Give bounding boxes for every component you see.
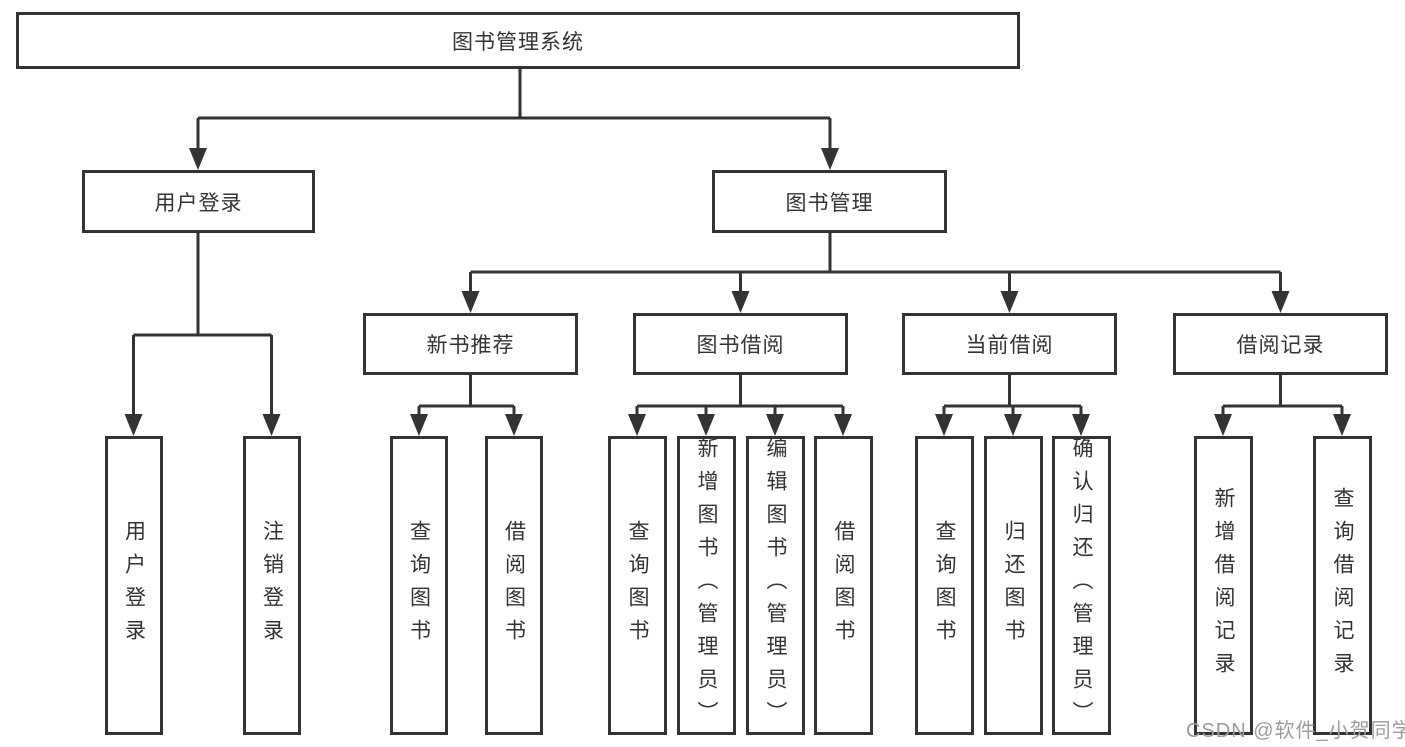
leaf-br-query-record: 查询借阅记录 xyxy=(1313,436,1372,735)
node-book-borrow: 图书借阅 xyxy=(633,313,848,375)
node-root-system: 图书管理系统 xyxy=(16,12,1020,69)
leaf-bb-borrow-books: 借阅图书 xyxy=(814,436,873,735)
leaf-cb-confirm-return-admin: 确认归还（管理员） xyxy=(1052,436,1111,735)
node-new-book-recommend: 新书推荐 xyxy=(363,313,578,375)
leaf-cb-return-books-label: 归还图书 xyxy=(1002,519,1026,652)
node-current-borrow: 当前借阅 xyxy=(902,313,1117,375)
leaf-bb-borrow-books-label: 借阅图书 xyxy=(832,519,856,652)
node-book-management-module: 图书管理 xyxy=(712,170,947,233)
leaf-bb-add-books-admin: 新增图书（管理员） xyxy=(677,436,736,735)
leaf-br-add-record: 新增借阅记录 xyxy=(1194,436,1253,735)
leaf-nbr-borrow-books: 借阅图书 xyxy=(485,436,543,735)
leaf-br-query-record-label: 查询借阅记录 xyxy=(1331,486,1355,685)
leaf-bb-query-books-label: 查询图书 xyxy=(626,519,650,652)
node-user-login-module: 用户登录 xyxy=(82,170,315,233)
leaf-bb-add-books-admin-label: 新增图书（管理员） xyxy=(695,437,719,734)
leaf-cb-query-books-label: 查询图书 xyxy=(933,519,957,652)
leaf-user-login-label: 用户登录 xyxy=(122,519,146,652)
leaf-cb-query-books: 查询图书 xyxy=(915,436,974,735)
leaf-bb-query-books: 查询图书 xyxy=(608,436,667,735)
leaf-user-login: 用户登录 xyxy=(105,436,163,735)
leaf-bb-edit-books-admin: 编辑图书（管理员） xyxy=(746,436,805,735)
leaf-nbr-query-books-label: 查询图书 xyxy=(407,519,431,652)
leaf-br-add-record-label: 新增借阅记录 xyxy=(1212,486,1236,685)
leaf-cb-confirm-return-admin-label: 确认归还（管理员） xyxy=(1070,437,1094,734)
leaf-logout-label: 注销登录 xyxy=(260,519,284,652)
node-borrow-record: 借阅记录 xyxy=(1173,313,1388,375)
csdn-watermark: CSDN @软件_小贺同学 xyxy=(1186,720,1405,742)
leaf-cb-return-books: 归还图书 xyxy=(984,436,1043,735)
leaf-nbr-query-books: 查询图书 xyxy=(390,436,448,735)
leaf-logout: 注销登录 xyxy=(243,436,301,735)
leaf-nbr-borrow-books-label: 借阅图书 xyxy=(502,519,526,652)
leaf-bb-edit-books-admin-label: 编辑图书（管理员） xyxy=(764,437,788,734)
